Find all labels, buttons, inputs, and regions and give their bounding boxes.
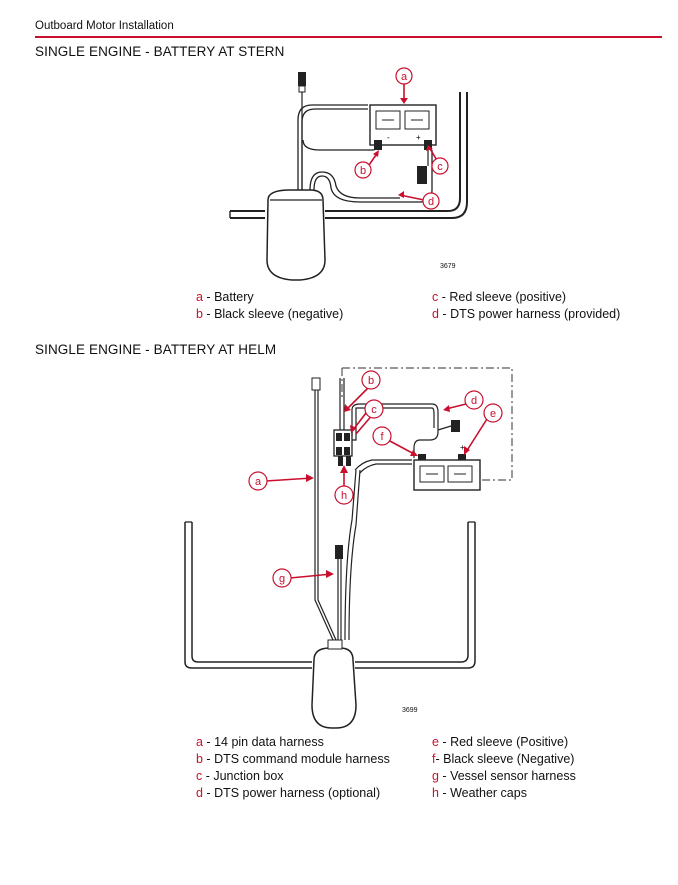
callout-b: b	[361, 370, 381, 390]
svg-text:a: a	[401, 71, 408, 83]
callout-g: g	[272, 568, 292, 588]
callout-c: c	[364, 399, 384, 419]
svg-text:f: f	[380, 431, 384, 443]
callout-b: b	[354, 161, 372, 179]
callout-d: d	[464, 390, 484, 410]
legend-item-a: a - 14 pin data harness	[196, 735, 324, 749]
svg-text:c: c	[437, 161, 443, 173]
engine-cowl	[266, 189, 326, 281]
legend-item-b: b - DTS command module harness	[196, 752, 390, 766]
svg-text:e: e	[490, 408, 496, 420]
data-connector-icon	[311, 377, 321, 391]
figure-number-3699: 3699	[402, 707, 418, 714]
engine-cowl	[311, 647, 357, 729]
svg-text:a: a	[255, 476, 262, 488]
svg-text:c: c	[371, 404, 377, 416]
legend-item-b: b - Black sleeve (negative)	[196, 307, 344, 321]
legend-item-g: g - Vessel sensor harness	[432, 769, 576, 783]
svg-text:d: d	[471, 395, 477, 407]
callout-e: e	[483, 403, 503, 423]
callout-d: d	[422, 192, 440, 210]
harness-connector-icon	[298, 72, 306, 86]
section-title-stern: SINGLE ENGINE - BATTERY AT STERN	[35, 44, 285, 59]
helm-diagram: + a b c d e f g h 3699	[184, 367, 513, 729]
svg-text:+: +	[416, 133, 421, 142]
figure-number-3679: 3679	[440, 263, 456, 270]
legend-stern-right: c - Red sleeve (positive) d - DTS power …	[432, 289, 620, 323]
header-rule	[35, 36, 662, 38]
svg-text:d: d	[428, 196, 434, 208]
svg-text:-: -	[387, 133, 390, 142]
page-header: Outboard Motor Installation	[35, 20, 174, 32]
fuse-holder-icon	[417, 166, 427, 184]
svg-text:b: b	[360, 165, 366, 177]
legend-stern-left: a - Battery b - Black sleeve (negative)	[196, 289, 343, 323]
svg-text:h: h	[341, 490, 347, 502]
callout-f: f	[372, 426, 392, 446]
legend-item-f: f- Black sleeve (Negative)	[432, 752, 575, 766]
legend-item-a: a - Battery	[196, 290, 254, 304]
legend-helm-right: e - Red sleeve (Positive) f- Black sleev…	[432, 734, 576, 802]
callout-a: a	[395, 67, 413, 85]
legend-item-c: c - Junction box	[196, 769, 284, 783]
legend-item-c: c - Red sleeve (positive)	[432, 290, 567, 304]
legend-item-d: d - DTS power harness (optional)	[196, 786, 381, 800]
legend-item-e: e - Red sleeve (Positive)	[432, 735, 569, 749]
svg-text:g: g	[279, 573, 285, 585]
fuse-holder-icon	[451, 420, 460, 432]
svg-text:b: b	[368, 375, 374, 387]
legend-item-h: h - Weather caps	[432, 786, 527, 800]
sensor-connector-icon	[335, 545, 343, 559]
svg-text:+: +	[460, 443, 465, 452]
legend-helm-left: a - 14 pin data harness b - DTS command …	[196, 734, 390, 802]
callout-h: h	[334, 485, 354, 505]
legend-item-d: d - DTS power harness (provided)	[432, 307, 621, 321]
section-title-helm: SINGLE ENGINE - BATTERY AT HELM	[35, 342, 277, 357]
callout-c: c	[431, 157, 449, 175]
stern-diagram: - + a b c d 3679	[229, 67, 468, 281]
callout-a: a	[248, 471, 268, 491]
